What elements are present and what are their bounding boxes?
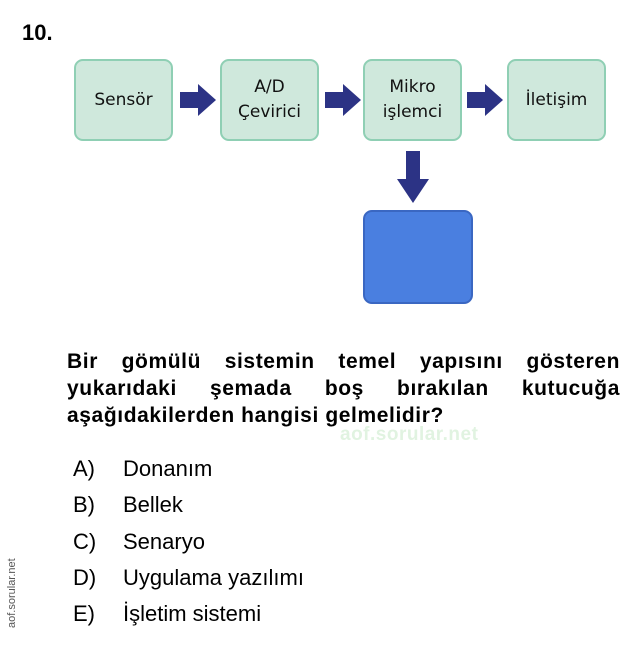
microprocessor-label-line1: Mikro	[389, 77, 436, 98]
option-label: D)	[73, 565, 97, 590]
microprocessor-box: Mikro işlemci	[363, 59, 462, 141]
option-text: Uygulama yazılımı	[123, 565, 304, 590]
microprocessor-label-line2: işlemci	[382, 102, 443, 122]
question-text: Bir gömülü sistemin temel yapısını göste…	[67, 350, 620, 427]
option-text: Senaryo	[123, 529, 205, 554]
option-label: E)	[73, 601, 95, 626]
option-label: A)	[73, 456, 95, 481]
option-text: Bellek	[123, 492, 183, 517]
arrow-right-icon	[467, 84, 503, 116]
sensor-box: Sensör	[74, 59, 173, 141]
communication-box: İletişim	[507, 59, 606, 141]
side-watermark: aof.sorular.net	[6, 558, 18, 628]
arrow-right-icon	[180, 84, 216, 116]
sensor-label: Sensör	[94, 89, 153, 110]
option-text: İşletim sistemi	[123, 601, 262, 626]
arrow-down-icon	[397, 151, 429, 203]
blank-box	[363, 210, 473, 304]
microprocessor-label: Mikro işlemci	[383, 75, 442, 124]
option-label: C)	[73, 529, 97, 554]
adc-label: A/D Çevirici	[238, 77, 301, 122]
arrow-right-icon	[325, 84, 361, 116]
option-text: Donanım	[123, 456, 213, 481]
option-label: B)	[73, 492, 95, 517]
communication-label: İletişim	[525, 89, 588, 110]
question-number: 10.	[22, 20, 53, 45]
watermark-text: aof.sorular.net	[340, 424, 479, 445]
adc-box: A/D Çevirici	[220, 59, 319, 141]
